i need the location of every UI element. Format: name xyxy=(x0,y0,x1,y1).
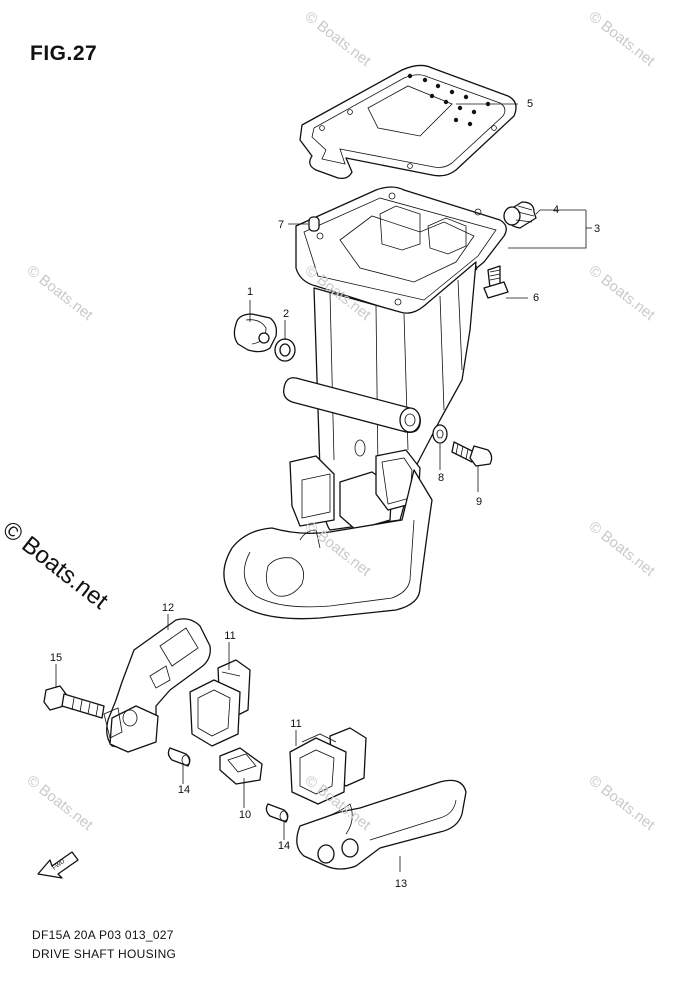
callout-4[interactable]: 4 xyxy=(552,204,560,216)
fwd-arrow-icon: FWD xyxy=(37,851,79,879)
callout-12[interactable]: 12 xyxy=(161,602,175,614)
pin-part-14-upper[interactable] xyxy=(167,747,191,767)
mount-rubber-part-11-upper[interactable] xyxy=(189,659,251,747)
plug-part-4[interactable] xyxy=(503,201,537,229)
callout-8[interactable]: 8 xyxy=(437,472,445,484)
pin-part-7[interactable] xyxy=(308,216,320,232)
diagram-caption: DRIVE SHAFT HOUSING xyxy=(32,947,177,961)
callout-6[interactable]: 6 xyxy=(532,292,540,304)
plug-part-1[interactable] xyxy=(233,313,278,353)
figure-title: FIG.27 xyxy=(30,42,98,65)
callout-14-lower[interactable]: 14 xyxy=(277,840,291,852)
callout-15[interactable]: 15 xyxy=(49,652,63,664)
bolt-part-9[interactable] xyxy=(451,441,493,467)
gasket-holes xyxy=(319,73,497,169)
bolt-part-15[interactable] xyxy=(43,685,105,719)
callout-13[interactable]: 13 xyxy=(394,878,408,890)
drive-shaft-housing-part-3[interactable] xyxy=(223,186,507,620)
pin-part-14-lower[interactable] xyxy=(265,803,289,823)
callout-14-upper[interactable]: 14 xyxy=(177,784,191,796)
callout-11-lower[interactable]: 11 xyxy=(290,718,302,730)
callout-10[interactable]: 10 xyxy=(238,809,252,821)
callout-1[interactable]: 1 xyxy=(246,286,254,298)
model-code: DF15A 20A P03 013_027 xyxy=(32,928,174,942)
washer-part-8[interactable] xyxy=(432,424,448,444)
stopper-part-10[interactable] xyxy=(219,747,263,785)
callout-11-upper[interactable]: 11 xyxy=(224,630,236,642)
washer-part-2[interactable] xyxy=(274,338,296,362)
bracket-part-12[interactable] xyxy=(103,618,211,753)
leader-lines xyxy=(55,103,592,872)
callout-7[interactable]: 7 xyxy=(277,219,285,231)
bolt-part-6[interactable] xyxy=(483,265,509,299)
callout-9[interactable]: 9 xyxy=(475,496,483,508)
bracket-part-13[interactable] xyxy=(296,779,467,870)
callout-3[interactable]: 3 xyxy=(593,223,601,235)
callout-5[interactable]: 5 xyxy=(526,98,534,110)
callout-2[interactable]: 2 xyxy=(282,308,290,320)
mount-rubber-part-11-lower[interactable] xyxy=(289,727,367,805)
gasket-part-5[interactable] xyxy=(299,64,517,180)
